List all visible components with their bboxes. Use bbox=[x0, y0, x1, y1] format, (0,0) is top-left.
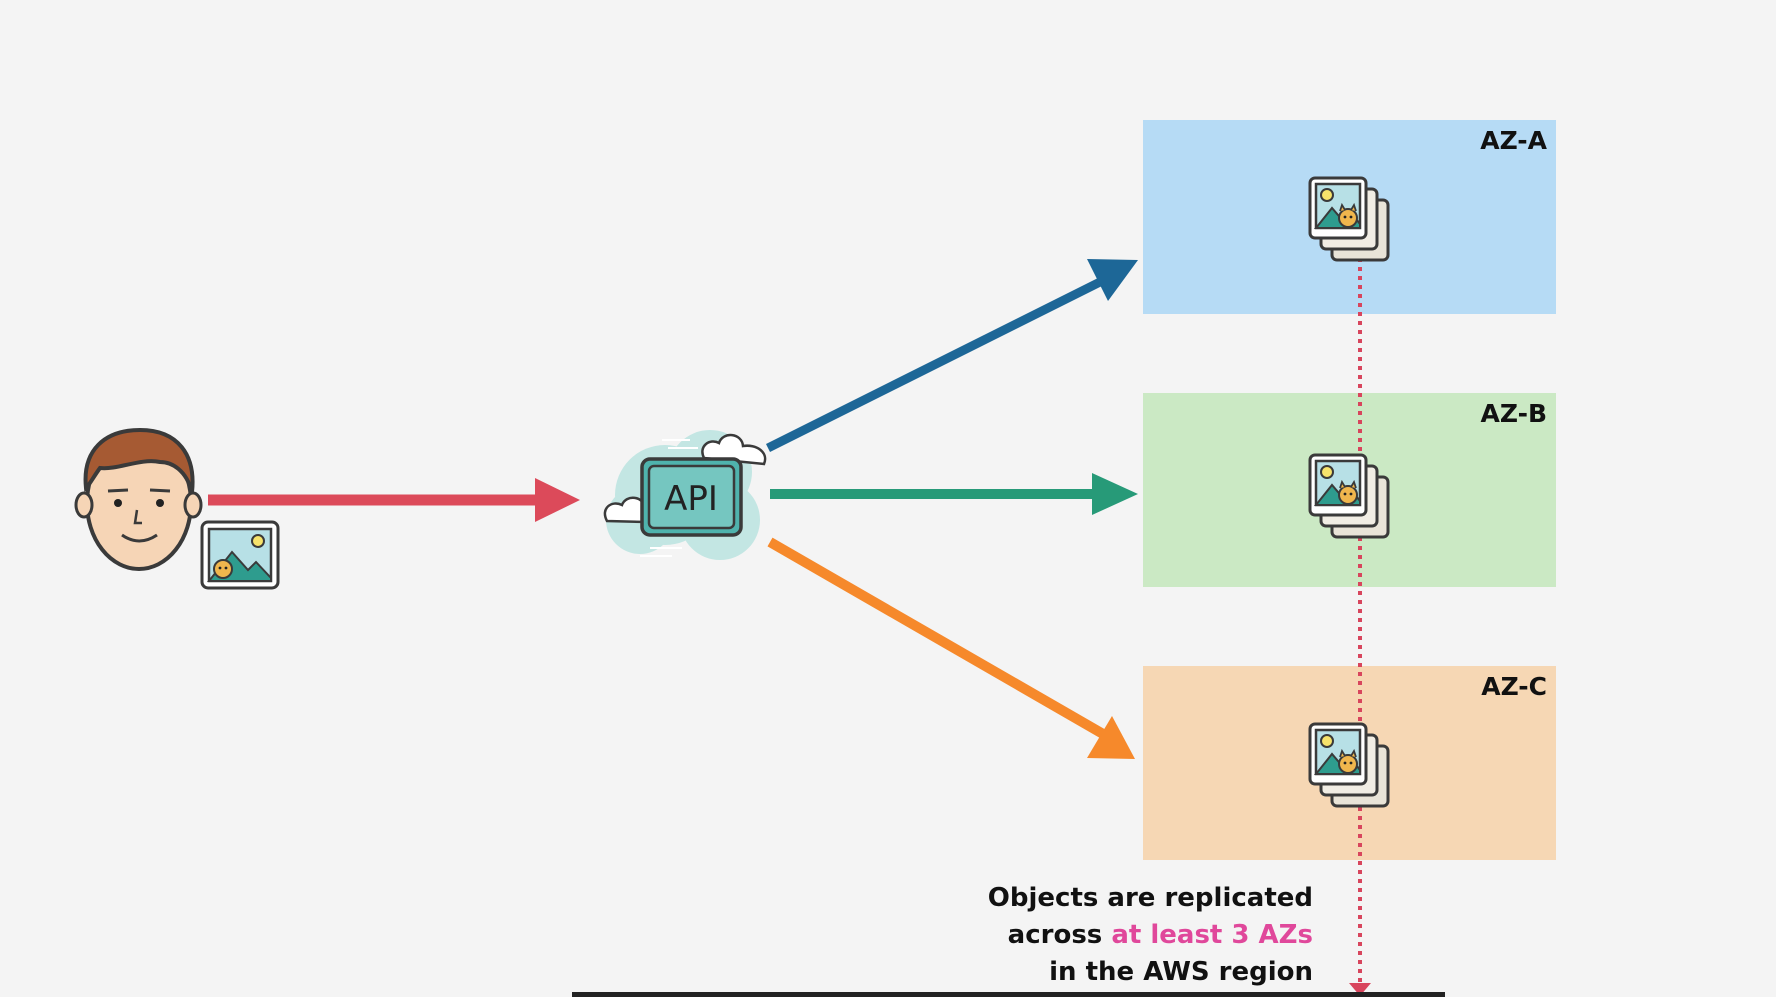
az-b-box: AZ-B bbox=[1143, 393, 1556, 587]
progress-bar bbox=[572, 992, 1445, 997]
replication-caption: Objects are replicated across at least 3… bbox=[988, 880, 1313, 991]
az-c-label: AZ-C bbox=[1481, 672, 1547, 701]
az-a-label: AZ-A bbox=[1480, 126, 1547, 155]
arrow-to-az-a bbox=[765, 259, 1138, 453]
az-b-label: AZ-B bbox=[1480, 399, 1547, 428]
caption-highlight: at least 3 AZs bbox=[1111, 920, 1313, 950]
caption-line-1: Objects are replicated bbox=[987, 883, 1313, 913]
caption-line-3: in the AWS region bbox=[1049, 957, 1313, 987]
replication-line bbox=[1349, 258, 1371, 996]
upload-arrow bbox=[208, 478, 580, 522]
user-avatar-icon bbox=[74, 427, 203, 571]
api-label: API bbox=[664, 479, 718, 519]
api-cloud-icon: API bbox=[603, 430, 767, 560]
image-stack-icon bbox=[1308, 722, 1390, 808]
image-stack-icon bbox=[1308, 453, 1390, 539]
caption-line-2-prefix: across bbox=[1007, 920, 1112, 950]
image-stack-icon bbox=[1308, 176, 1390, 262]
image-file-icon bbox=[200, 520, 280, 590]
arrow-to-az-b bbox=[770, 473, 1138, 515]
caption-line-2: across at least 3 AZs bbox=[988, 917, 1313, 954]
arrow-to-az-c bbox=[767, 537, 1135, 759]
